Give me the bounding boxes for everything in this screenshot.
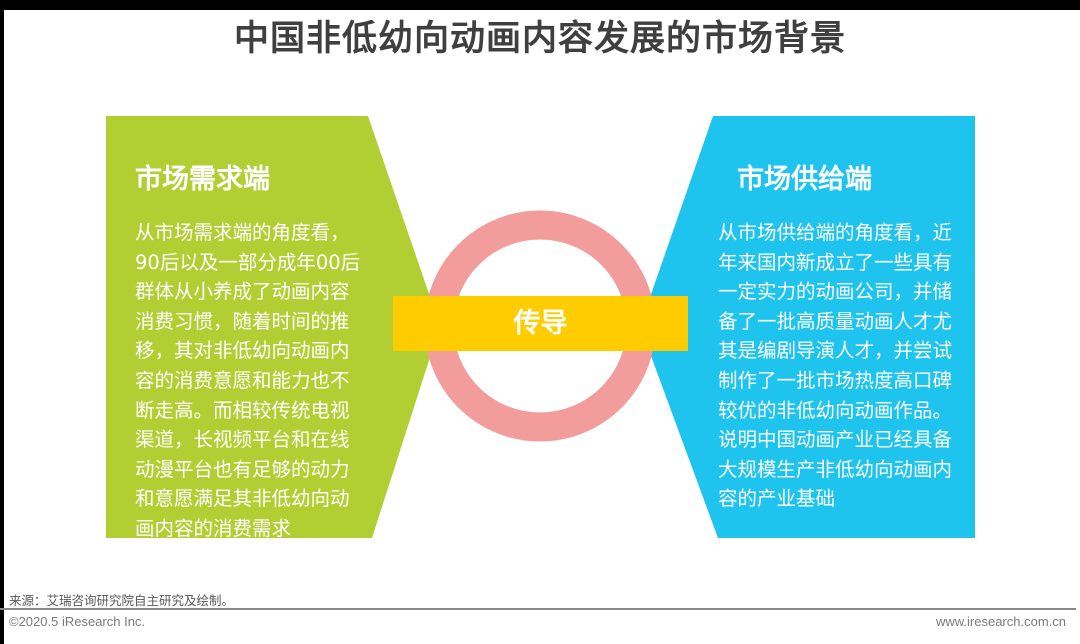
center-bar	[393, 296, 688, 351]
left-black-edge	[0, 0, 4, 644]
copyright: ©2020.5 iResearch Inc.	[9, 614, 146, 629]
demand-panel-shape	[106, 116, 440, 538]
center-label: 传导	[513, 308, 568, 339]
website-link[interactable]: www.iresearch.com.cn	[935, 614, 1066, 629]
demand-side-text: 从市场需求端的角度看， 90后以及一部分成年00后 群体从小养成了动画内容 消费…	[135, 221, 361, 540]
footer-divider	[0, 608, 1076, 610]
demand-side-heading: 市场需求端	[135, 164, 270, 195]
top-black-bar	[0, 0, 1080, 10]
supply-side-heading: 市场供给端	[737, 164, 872, 195]
source-note: 来源：艾瑞咨询研究院自主研究及绘制。	[9, 593, 235, 608]
page-title: 中国非低幼向动画内容发展的市场背景	[233, 19, 846, 59]
supply-side-text: 从市场供给端的角度看，近 年来国内新成立了一些具有 一定实力的动画公司，并储 备…	[718, 221, 953, 511]
supply-panel-shape	[640, 116, 975, 538]
